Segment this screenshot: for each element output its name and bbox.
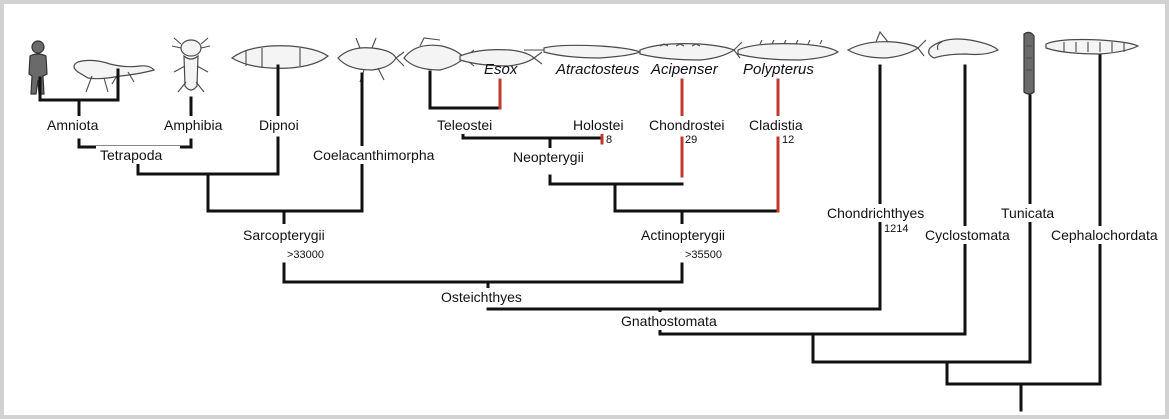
label-tetrapoda: Tetrapoda bbox=[100, 147, 162, 163]
label-holostei: Holostei bbox=[573, 117, 624, 133]
count-cladistia: 12 bbox=[782, 134, 794, 146]
tunicate-icon bbox=[1024, 32, 1034, 94]
branch-gnathostomata bbox=[660, 66, 965, 334]
bichir-icon bbox=[738, 40, 838, 60]
label-chondrostei: Chondrostei bbox=[649, 117, 725, 133]
count-holostei: 8 bbox=[606, 134, 612, 146]
label-cephalochordata: Cephalochordata bbox=[1051, 227, 1158, 243]
lancelet-icon bbox=[1046, 40, 1138, 55]
branch-tetrapoda bbox=[79, 140, 191, 147]
count-chondrichthyes: 1214 bbox=[884, 223, 908, 235]
label-chondrichthyes: Chondrichthyes bbox=[827, 205, 924, 221]
perch-icon bbox=[404, 38, 474, 70]
coelacanth-icon bbox=[338, 38, 404, 82]
label-gnathostomata: Gnathostomata bbox=[621, 313, 717, 329]
label-teleostei: Teleostei bbox=[437, 117, 492, 133]
label-dipnoi: Dipnoi bbox=[259, 117, 299, 133]
count-actinopterygii: >35500 bbox=[685, 249, 722, 261]
label-polypterus: Polypterus bbox=[743, 61, 814, 78]
sturgeon-icon bbox=[640, 42, 742, 60]
label-tunicata: Tunicata bbox=[1001, 205, 1054, 221]
count-sarcopterygii: >33000 bbox=[287, 249, 324, 261]
label-atractosteus: Atractosteus bbox=[555, 61, 640, 78]
gar-icon bbox=[524, 45, 640, 58]
label-actinopterygii: Actinopterygii bbox=[641, 227, 725, 243]
label-coelacanthimorpha: Coelacanthimorpha bbox=[313, 147, 435, 163]
label-amniota: Amniota bbox=[47, 117, 99, 133]
label-sarcopterygii: Sarcopterygii bbox=[243, 227, 325, 243]
lungfish-icon bbox=[232, 46, 328, 69]
label-cyclostomata: Cyclostomata bbox=[925, 227, 1010, 243]
lizard-icon bbox=[74, 60, 154, 92]
phylogenetic-tree: Esox Atractosteus Acipenser Polypterus A… bbox=[4, 4, 1165, 415]
highlighted-branches bbox=[500, 80, 778, 211]
lamprey-icon bbox=[929, 39, 998, 58]
label-acipenser: Acipenser bbox=[650, 61, 719, 78]
human-icon bbox=[29, 41, 47, 94]
label-cladistia: Cladistia bbox=[749, 117, 803, 133]
label-osteichthyes: Osteichthyes bbox=[441, 289, 522, 305]
label-esox: Esox bbox=[484, 61, 518, 78]
label-neopterygii: Neopterygii bbox=[513, 149, 584, 165]
label-amphibia: Amphibia bbox=[164, 117, 223, 133]
shark-icon bbox=[848, 32, 926, 58]
count-chondrostei: 29 bbox=[685, 134, 697, 146]
axolotl-icon bbox=[172, 38, 210, 92]
